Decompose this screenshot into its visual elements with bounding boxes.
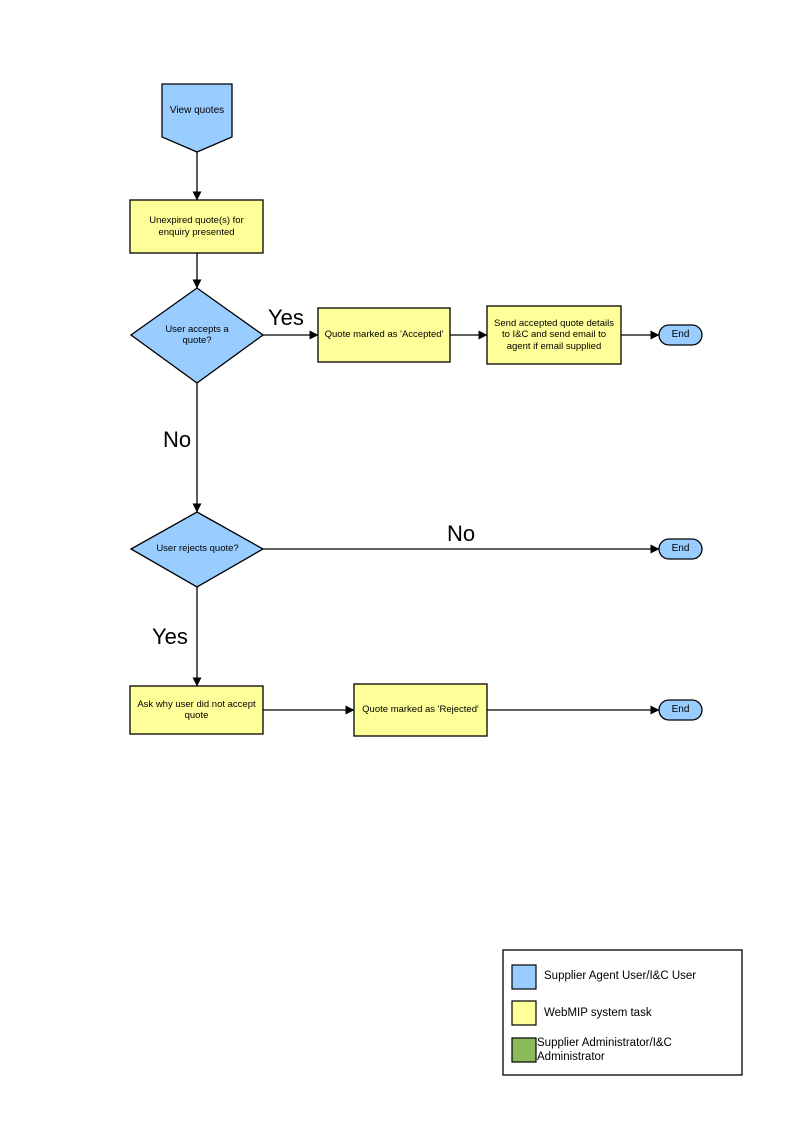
- node-send-accepted-details[interactable]: [486, 305, 622, 365]
- node-start-viewquotes[interactable]: [161, 83, 233, 153]
- legend-swatch-1: [511, 1000, 537, 1026]
- node-decision-user-accepts[interactable]: [129, 287, 265, 384]
- edge-label-no-accepts: No: [163, 427, 192, 452]
- legend: [502, 949, 743, 1076]
- legend-label-0: Supplier Agent User/I&C User: [544, 970, 697, 982]
- node-quote-marked-rejected[interactable]: [353, 683, 488, 737]
- legend-swatch-0: [511, 964, 537, 990]
- node-quote-marked-accepted[interactable]: [317, 307, 451, 363]
- node-end-1[interactable]: [658, 324, 703, 346]
- node-end-3[interactable]: [658, 699, 703, 721]
- node-decision-user-rejects[interactable]: [129, 511, 265, 588]
- edge-label-yes-rejects: Yes: [152, 624, 188, 649]
- legend-swatch-2: [511, 1037, 537, 1063]
- edge-label-no-rejects: No: [447, 521, 476, 546]
- node-unexpired-quotes[interactable]: [129, 199, 264, 254]
- edges: [192, 152, 660, 715]
- legend-label-2: Supplier Administrator/I&C Administrator: [537, 1037, 672, 1064]
- legend-panel: [502, 949, 743, 1076]
- node-ask-why-not-accept[interactable]: [129, 685, 264, 735]
- node-end-2[interactable]: [658, 538, 703, 560]
- edge-label-yes-accepts: Yes: [268, 305, 304, 330]
- legend-label-1: WebMIP system task: [544, 1007, 652, 1019]
